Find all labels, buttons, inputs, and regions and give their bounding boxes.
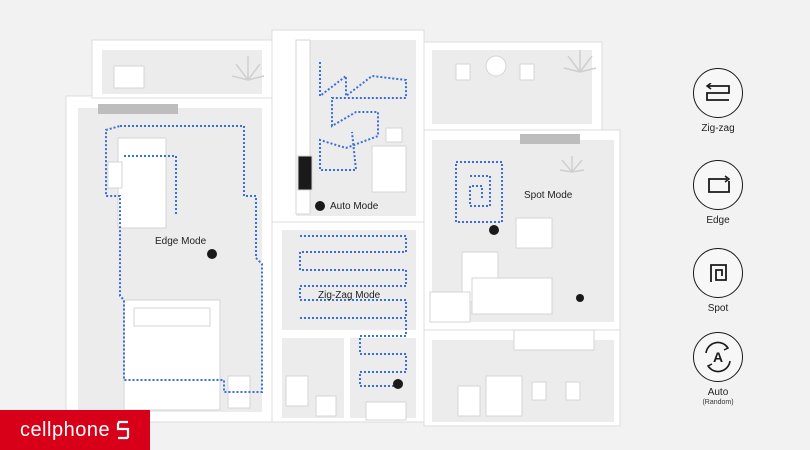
edge-inner-path	[124, 155, 177, 214]
legend-sublabel: (Random)	[702, 399, 734, 406]
auto-icon: A	[693, 332, 743, 382]
robot-dock	[576, 294, 584, 302]
brand-mark	[116, 420, 130, 440]
legend-label: Edge	[706, 215, 730, 226]
zigzag-icon	[693, 68, 743, 118]
auto-path	[319, 62, 407, 171]
legend-label: Zig-zag	[701, 123, 735, 134]
robot-edge	[207, 249, 217, 259]
legend-label: Auto	[707, 387, 729, 398]
edge-mode-label: Edge Mode	[155, 236, 207, 247]
legend-item-zigzag: Zig-zag	[678, 68, 758, 134]
legend-item-edge: Edge	[678, 160, 758, 226]
edge-path	[105, 125, 263, 393]
auto-mode-label: Auto Mode	[330, 201, 379, 212]
zigzag-path	[299, 235, 407, 387]
spot-icon	[693, 248, 743, 298]
robot-spot	[489, 225, 499, 235]
spot-path	[455, 161, 503, 223]
robot-zigzag	[393, 379, 403, 389]
zigzag-mode-label: Zig-Zag Mode	[318, 290, 381, 301]
robot-auto	[315, 201, 325, 211]
plants	[231, 50, 597, 173]
auto-icon-glyph: A	[713, 349, 723, 365]
brand-text: cellphone	[19, 418, 111, 441]
furniture	[98, 39, 595, 421]
legend-item-spot: Spot	[678, 248, 758, 314]
cellphones-logo: cellphone	[0, 410, 150, 450]
spot-mode-label: Spot Mode	[524, 190, 573, 201]
edge-icon	[693, 160, 743, 210]
legend-item-auto: A Auto (Random)	[678, 332, 758, 406]
robot-markers	[207, 201, 584, 389]
legend-label: Spot	[707, 303, 729, 314]
robot-paths	[105, 62, 503, 393]
